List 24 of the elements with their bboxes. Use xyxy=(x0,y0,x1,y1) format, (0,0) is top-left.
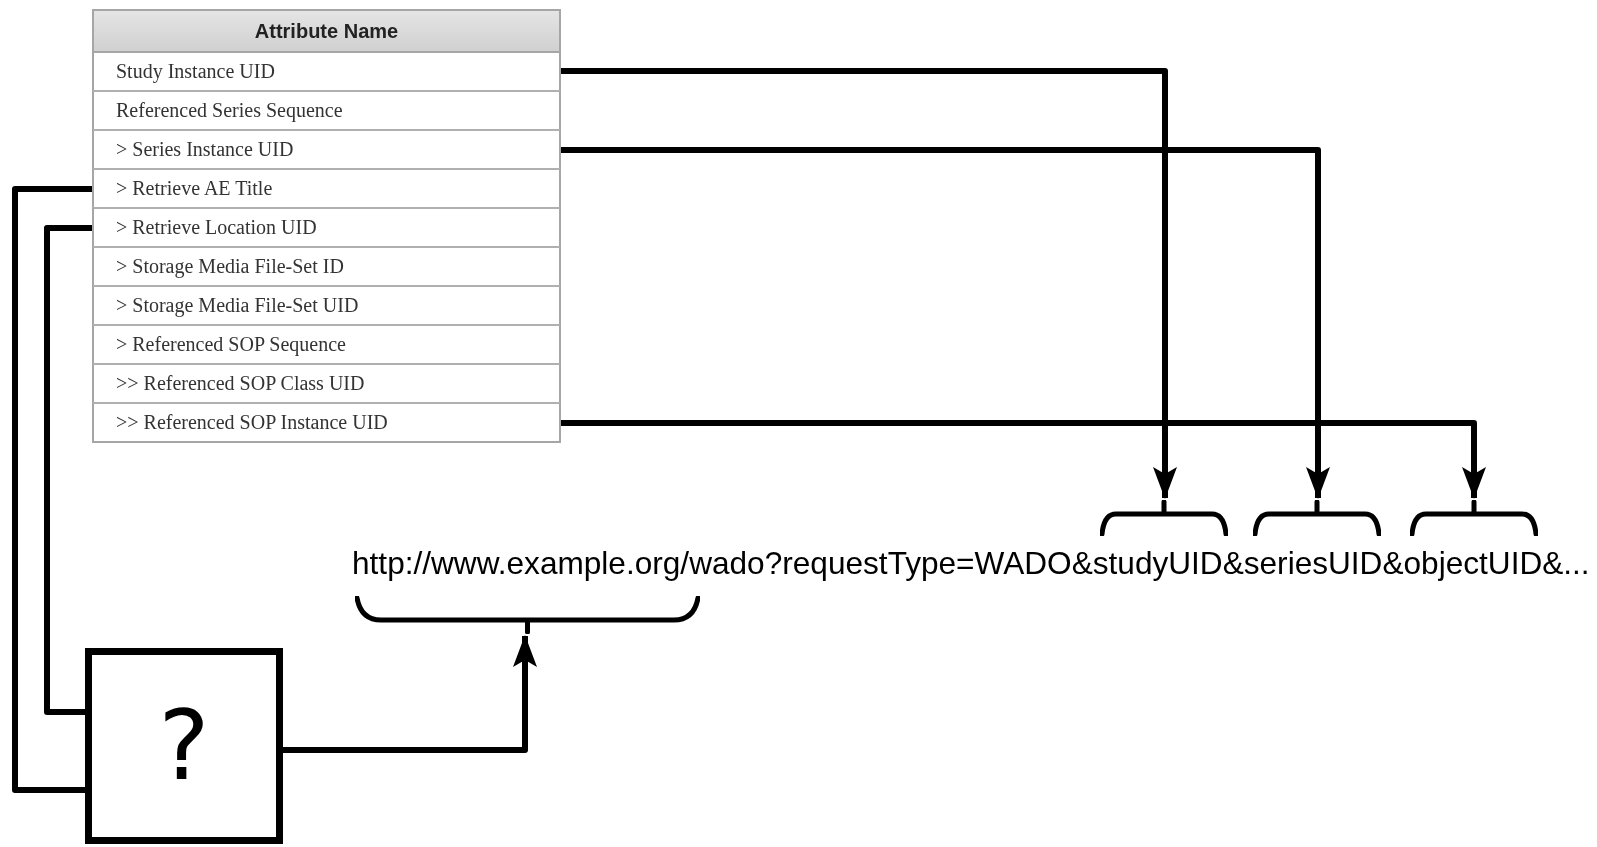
table-row: > Storage Media File-Set ID xyxy=(92,246,561,285)
attribute-table xyxy=(92,9,561,443)
connector-line xyxy=(44,225,93,715)
curly-brace xyxy=(1100,500,1228,536)
table-row: > Referenced SOP Sequence xyxy=(92,324,561,363)
arrow xyxy=(282,635,537,753)
connector-line xyxy=(12,186,93,793)
curly-brace xyxy=(355,596,700,634)
arrow xyxy=(560,68,1177,499)
unknown-box: ? xyxy=(85,648,283,844)
table-header: Attribute Name xyxy=(92,9,561,53)
arrow xyxy=(560,420,1486,499)
table-row: > Retrieve Location UID xyxy=(92,207,561,246)
url-text: http://www.example.org/wado?requestType=WADO&studyUID&seriesUID&objectUID&... xyxy=(352,545,1590,582)
table-row: Study Instance UID xyxy=(92,53,561,90)
table-row: >> Referenced SOP Instance UID xyxy=(92,402,561,443)
arrow xyxy=(560,147,1330,499)
curly-brace xyxy=(1253,500,1381,536)
table-row: Referenced Series Sequence xyxy=(92,90,561,129)
table-row: > Series Instance UID xyxy=(92,129,561,168)
table-row: > Storage Media File-Set UID xyxy=(92,285,561,324)
table-row: > Retrieve AE Title xyxy=(92,168,561,207)
table-row: >> Referenced SOP Class UID xyxy=(92,363,561,402)
curly-brace xyxy=(1410,500,1538,536)
